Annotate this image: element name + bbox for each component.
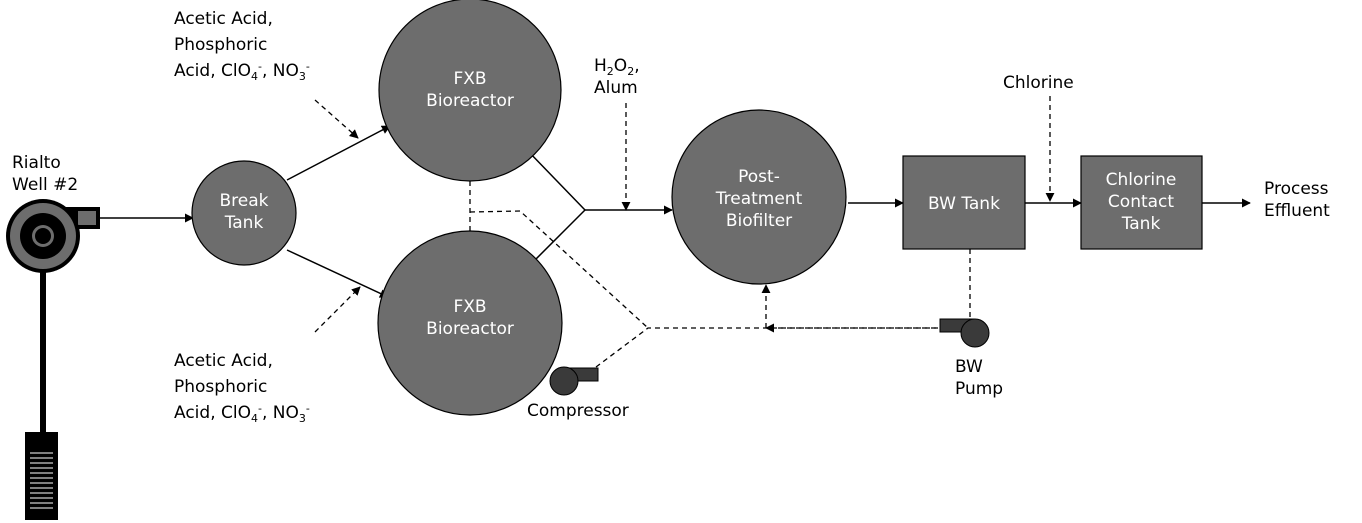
well-pipe bbox=[40, 248, 46, 434]
break-tank-shape bbox=[191, 160, 297, 266]
h2o2-line1: H2O2, bbox=[594, 56, 640, 78]
h2o2-alum-label: H2O2, Alum bbox=[594, 56, 640, 98]
compressor-label: Compressor bbox=[527, 401, 629, 421]
well-label-line1: Rialto bbox=[12, 153, 61, 173]
flow-fxb-bottom-to-junction bbox=[528, 209, 586, 267]
bw-pump-line2: Pump bbox=[955, 379, 1003, 399]
compressor-icon bbox=[549, 366, 579, 396]
biofilter-shape bbox=[671, 109, 847, 285]
chlorine-tank-line1: Chlorine bbox=[1106, 170, 1177, 190]
bw-tank: BW Tank bbox=[902, 155, 1026, 250]
bw-tank-label: BW Tank bbox=[928, 194, 1000, 214]
h2o2-line2: Alum bbox=[594, 78, 638, 98]
flow-break-to-fxb-top bbox=[286, 125, 391, 181]
chemical-label-bottom: Acetic Acid, Phosphoric Acid, ClO4-, NO3… bbox=[174, 351, 310, 425]
dose-bottom-chemicals bbox=[314, 286, 361, 333]
effluent-line1: Process bbox=[1264, 179, 1329, 199]
chem-bottom-line1: Acetic Acid, bbox=[174, 351, 273, 371]
chemical-label-top: Acetic Acid, Phosphoric Acid, ClO4-, NO3… bbox=[174, 9, 310, 83]
well-screen bbox=[25, 432, 58, 520]
bw-pump: BW Pump bbox=[939, 318, 1003, 399]
chlorine-contact-tank: Chlorine Contact Tank bbox=[1080, 155, 1203, 250]
chem-top-line2: Phosphoric bbox=[174, 35, 267, 55]
flow-break-to-fxb-bottom bbox=[286, 249, 389, 298]
fxb-bottom-shape bbox=[377, 230, 563, 416]
fxb-top-line2: Bioreactor bbox=[426, 91, 514, 111]
break-tank-line1: Break bbox=[220, 191, 269, 211]
fxb-bottom-line2: Bioreactor bbox=[426, 319, 514, 339]
chem-top-line3: Acid, ClO4-, NO3- bbox=[174, 60, 310, 83]
fxb-top-shape bbox=[378, 0, 562, 182]
dashed-lines bbox=[314, 96, 1055, 368]
biofilter-line2: Treatment bbox=[715, 189, 803, 209]
chem-top-line1: Acetic Acid, bbox=[174, 9, 273, 29]
chlorine-tank-shape bbox=[1080, 155, 1203, 250]
fxb-bioreactor-bottom: FXB Bioreactor bbox=[377, 230, 563, 416]
fxb-top-line1: FXB bbox=[453, 69, 486, 89]
dose-top-chemicals bbox=[314, 99, 359, 139]
effluent-line2: Effluent bbox=[1264, 201, 1330, 221]
compressor: Compressor bbox=[527, 366, 629, 421]
chlorine-dose-label: Chlorine bbox=[1003, 73, 1074, 93]
flow-fxb-top-to-junction bbox=[526, 149, 586, 211]
chlorine-tank-line3: Tank bbox=[1121, 214, 1161, 234]
break-tank-line2: Tank bbox=[224, 213, 264, 233]
biofilter-line1: Post- bbox=[738, 167, 780, 187]
process-effluent: Process Effluent bbox=[1264, 179, 1330, 221]
air-line-upper bbox=[469, 210, 649, 329]
flow-lines bbox=[100, 125, 1251, 298]
fxb-bioreactor-top: FXB Bioreactor bbox=[378, 0, 562, 182]
fxb-bottom-line1: FXB bbox=[453, 297, 486, 317]
biofilter-line3: Biofilter bbox=[726, 211, 792, 231]
bw-pump-line1: BW bbox=[955, 357, 983, 377]
bw-tank-shape bbox=[902, 155, 1026, 250]
rialto-well: Rialto Well #2 bbox=[6, 153, 100, 520]
chlorine-tank-line2: Contact bbox=[1108, 192, 1174, 212]
air-compressor-line bbox=[595, 327, 938, 368]
well-label-line2: Well #2 bbox=[12, 175, 78, 195]
well-screen-slots bbox=[30, 452, 53, 509]
bw-pump-icon bbox=[960, 318, 990, 348]
chem-bottom-line2: Phosphoric bbox=[174, 377, 267, 397]
post-treatment-biofilter: Post- Treatment Biofilter bbox=[671, 109, 847, 285]
chem-bottom-line3: Acid, ClO4-, NO3- bbox=[174, 402, 310, 425]
break-tank: Break Tank bbox=[191, 160, 297, 266]
